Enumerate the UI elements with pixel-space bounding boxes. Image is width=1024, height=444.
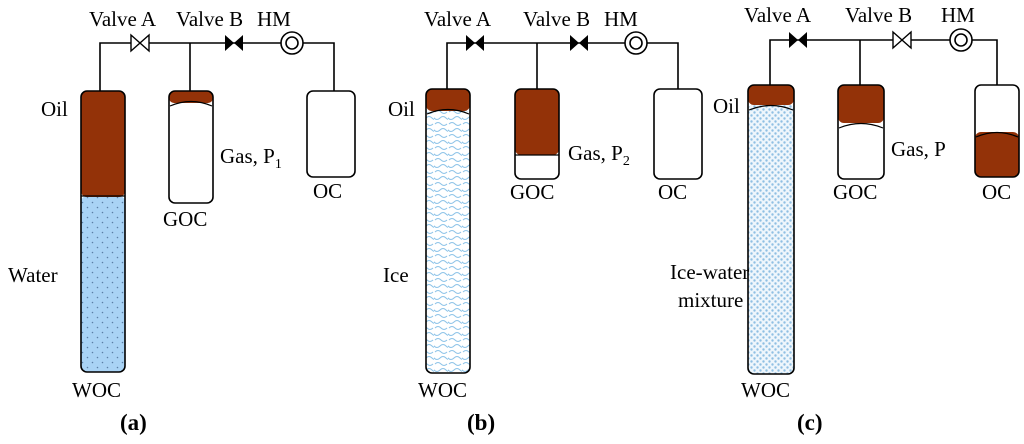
valve-b-label: Valve B: [845, 3, 912, 27]
valve-a-closed-icon: [466, 35, 484, 51]
panel-caption: (a): [120, 410, 147, 435]
oil-fill: [426, 89, 470, 111]
goc-interface: [838, 122, 884, 129]
woc-label: WOC: [418, 378, 467, 402]
gas-label: Gas, P1: [220, 144, 282, 172]
goc-oil: [838, 85, 884, 123]
woc-column: [425, 88, 471, 374]
goc-interface: [169, 100, 213, 107]
oc-oil: [975, 132, 1019, 177]
valve-b-closed-icon: [570, 35, 588, 51]
goc-label: GOC: [833, 180, 877, 204]
liquid-label-line2: mixture: [678, 288, 743, 312]
goc-outline: [837, 84, 885, 180]
pipe-line: [769, 39, 998, 85]
woc-outline: [425, 88, 471, 374]
oil-label: Oil: [713, 94, 740, 118]
hm-gauge-icon: [624, 31, 648, 55]
hm-label: HM: [604, 7, 638, 31]
goc-cylinder: [514, 88, 560, 180]
oc-interface: [975, 131, 1019, 138]
panel-b: Valve A Valve B HM Oil Ice WOC GOC OC Ga…: [383, 7, 703, 435]
hm-label: HM: [941, 3, 975, 27]
goc-cylinder: [168, 90, 214, 204]
woc-label: WOC: [741, 378, 790, 402]
pipe-line: [446, 42, 679, 91]
oc-label: OC: [982, 180, 1011, 204]
oc-cylinder: [653, 88, 703, 180]
goc-outline: [514, 88, 560, 180]
oil-fill: [81, 91, 125, 197]
woc-column: [80, 90, 126, 373]
pipe-line: [99, 42, 335, 93]
goc-label: GOC: [510, 180, 554, 204]
panel-a: Valve A Valve B HM Oil Water WOC GOC OC …: [8, 7, 356, 435]
valve-a-label: Valve A: [424, 7, 492, 31]
valve-b-open-icon: [892, 30, 912, 50]
ice-fill: [426, 110, 470, 373]
valve-a-open-icon: [130, 33, 150, 53]
valve-a-label: Valve A: [744, 3, 812, 27]
valve-a-closed-icon: [789, 32, 807, 48]
woc-label: WOC: [72, 378, 121, 402]
oil-label: Oil: [41, 97, 68, 121]
gas-label: Gas, P2: [568, 141, 630, 169]
liquid-label: Water: [8, 263, 58, 287]
water-fill: [81, 196, 125, 372]
woc-outline: [747, 84, 795, 375]
hm-label: HM: [257, 7, 291, 31]
oc-label: OC: [658, 180, 687, 204]
panel-caption: (c): [797, 410, 823, 435]
valve-a-label: Valve A: [89, 7, 157, 31]
goc-oil: [169, 91, 213, 103]
oil-label: Oil: [388, 97, 415, 121]
oc-cylinder: [974, 84, 1020, 178]
oc-label: OC: [313, 179, 342, 203]
oc-outline: [974, 84, 1020, 178]
valve-b-label: Valve B: [523, 7, 590, 31]
oc-cylinder: [306, 90, 356, 178]
woc-column: [747, 84, 795, 375]
hm-gauge-icon: [949, 28, 973, 52]
oil-mixture-interface: [748, 104, 794, 111]
liquid-label-line1: Ice-water: [670, 260, 749, 284]
goc-label: GOC: [163, 207, 207, 231]
goc-outline: [168, 90, 214, 204]
oil-ice-interface: [426, 108, 470, 115]
valve-b-closed-icon: [225, 35, 243, 51]
liquid-label: Ice: [383, 263, 409, 287]
gas-label: Gas, P: [891, 137, 946, 161]
hm-gauge-icon: [280, 31, 304, 55]
valve-b-label: Valve B: [176, 7, 243, 31]
woc-outline: [80, 90, 126, 373]
goc-cylinder: [837, 84, 885, 180]
panel-c: Valve A Valve B HM Oil Ice-water mixture…: [670, 3, 1020, 435]
mixture-fill: [748, 104, 794, 374]
oil-fill: [748, 85, 794, 105]
goc-oil: [515, 89, 559, 155]
panel-caption: (b): [467, 410, 495, 435]
